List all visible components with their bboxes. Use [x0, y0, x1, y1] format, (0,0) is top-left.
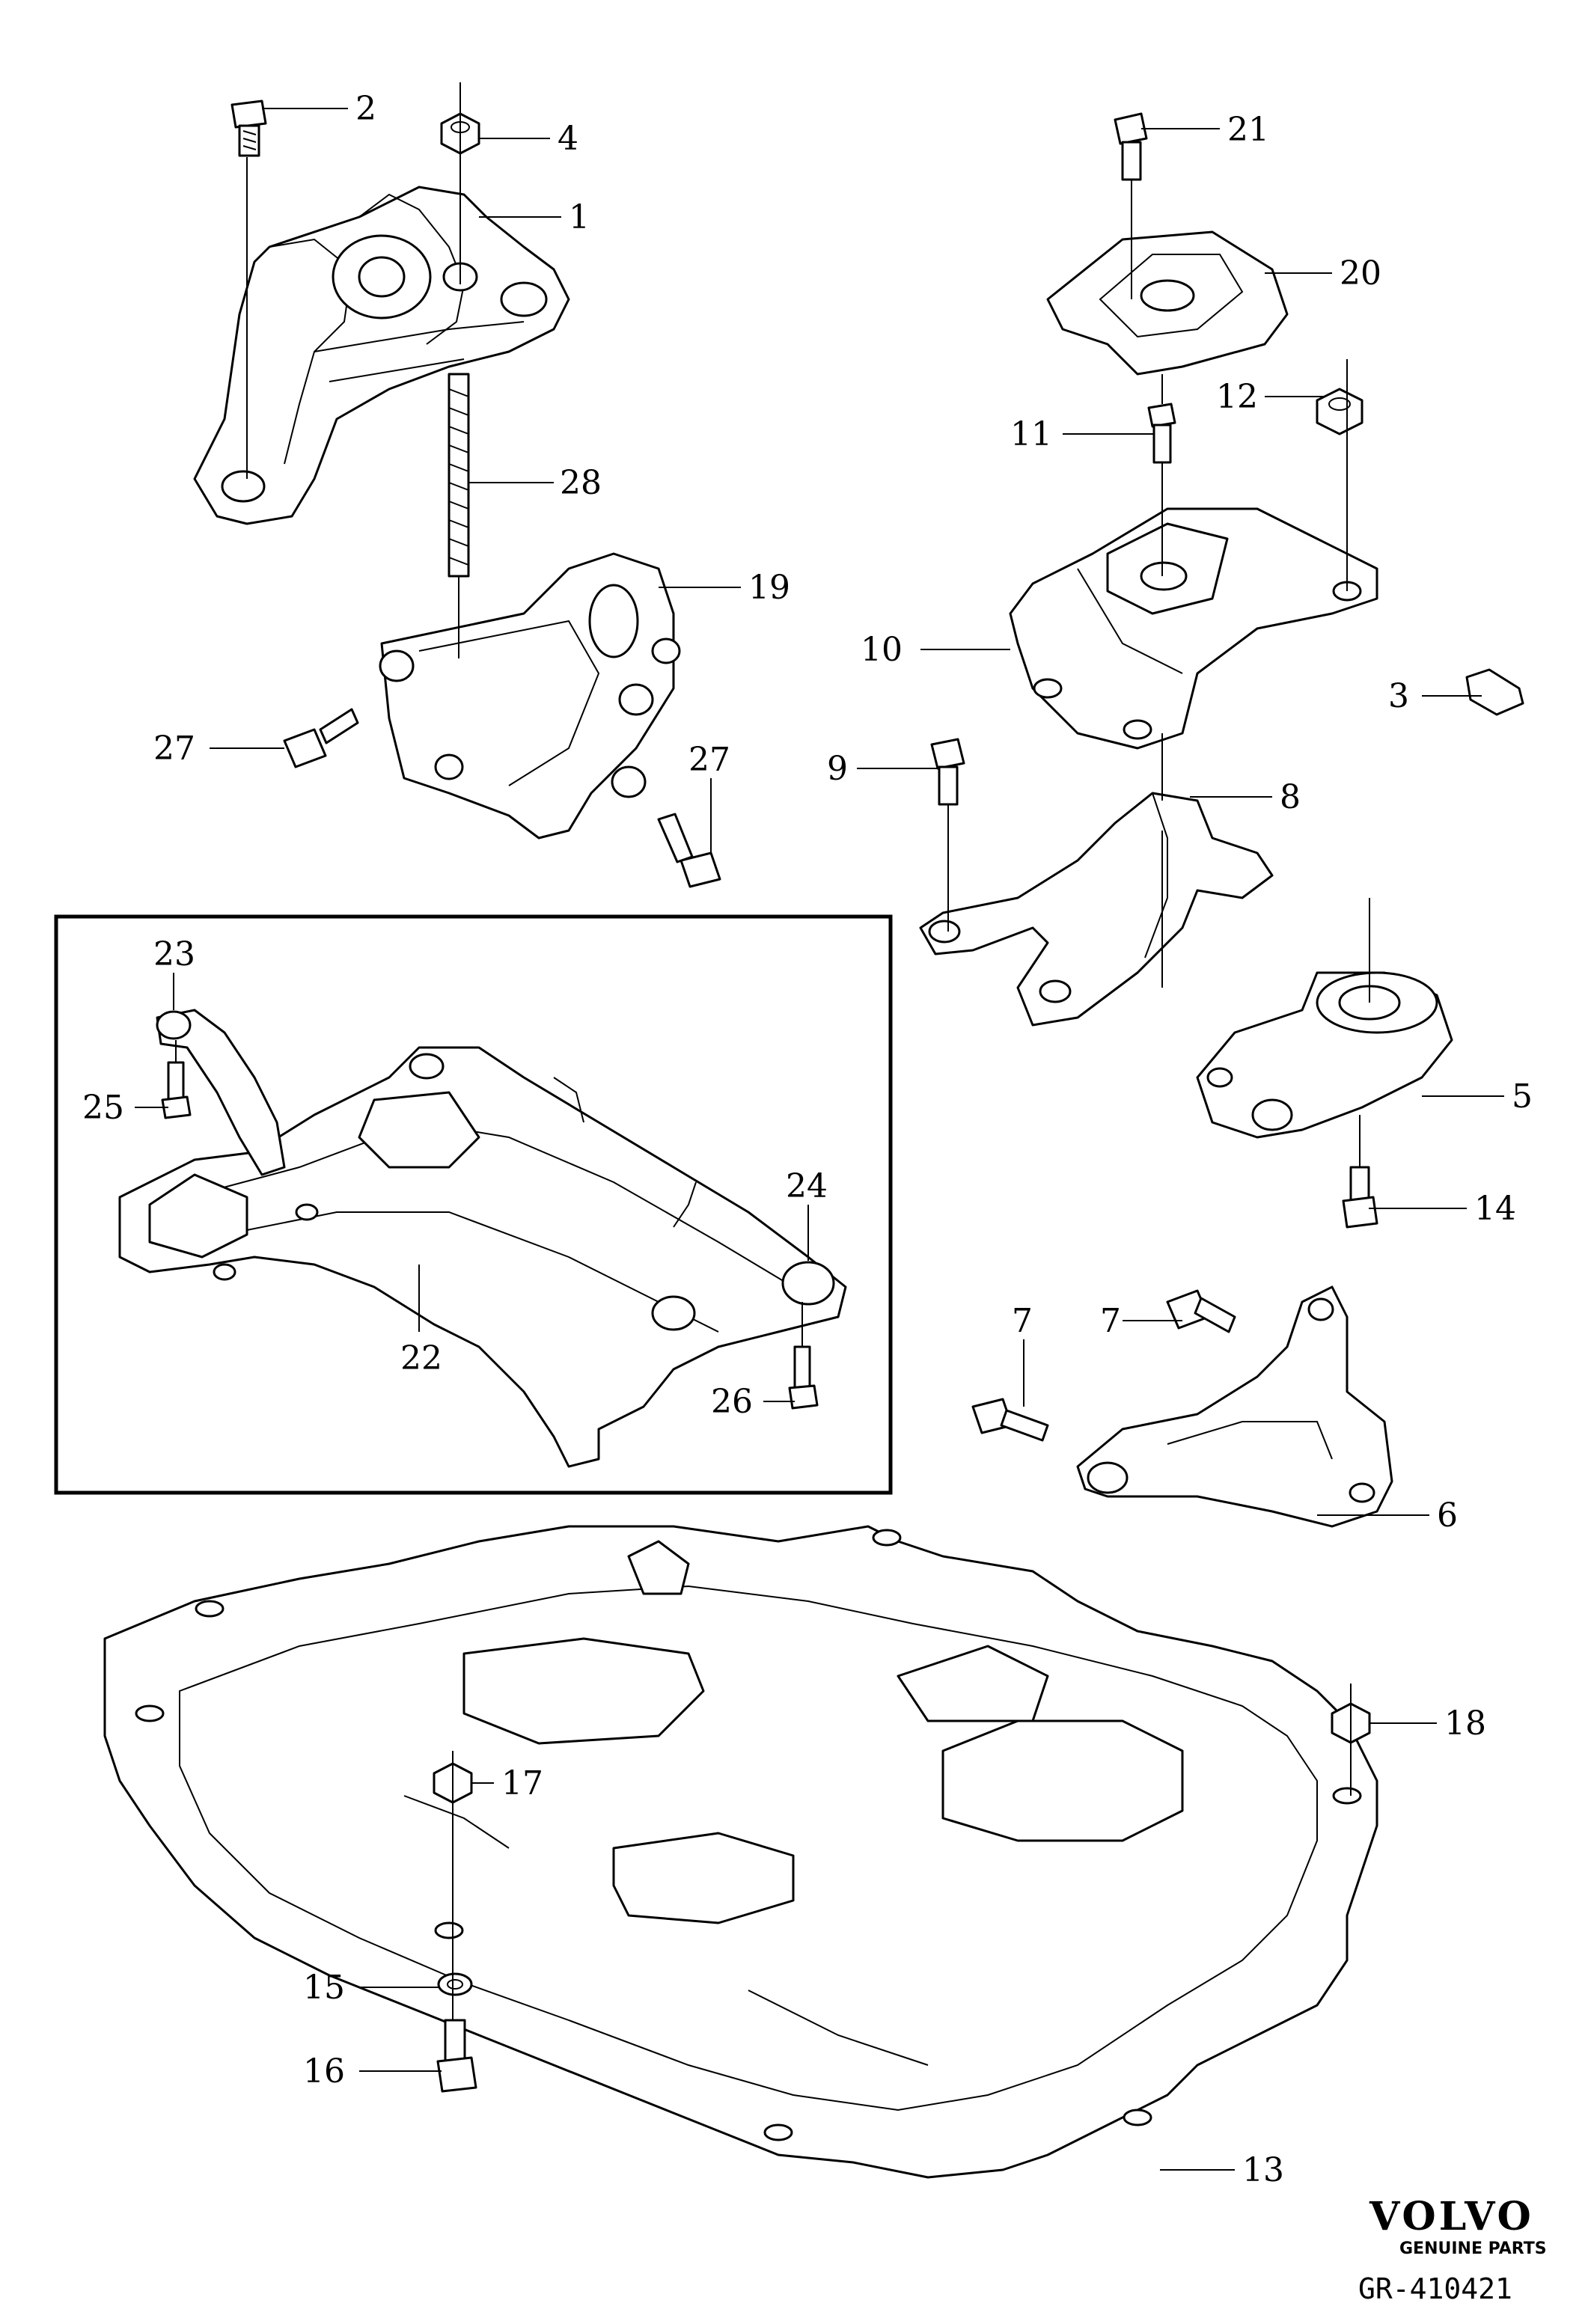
callout-9: 9 [827, 750, 848, 788]
callout-7-left: 7 [1012, 1302, 1033, 1340]
leader-lines [135, 108, 1504, 2171]
part-28-stud[interactable] [448, 373, 470, 578]
callout-28: 28 [560, 464, 602, 502]
part-25-bolt[interactable] [161, 1061, 192, 1119]
brand-block: VOLVO GENUINE PARTS GR-410421 [1358, 2194, 1547, 2305]
part-27-bolt-right[interactable] [657, 813, 721, 888]
callout-20: 20 [1340, 254, 1381, 293]
callout-22: 22 [400, 1339, 442, 1377]
part-12-nut[interactable] [1316, 388, 1364, 435]
reference-code: GR-410421 [1358, 2272, 1512, 2305]
part-23-link-arm[interactable] [156, 1009, 286, 1176]
callout-24: 24 [786, 1167, 828, 1205]
callout-21: 21 [1227, 111, 1269, 149]
callout-2: 2 [355, 90, 376, 128]
part-16-bolt[interactable] [436, 2019, 477, 2093]
part-24-bushing[interactable] [781, 1261, 835, 1306]
part-3-stud[interactable] [1465, 668, 1524, 716]
callout-25: 25 [82, 1089, 124, 1127]
part-6-bracket[interactable] [1076, 1285, 1393, 1528]
callout-13: 13 [1242, 2151, 1284, 2189]
callout-7-right: 7 [1100, 1302, 1121, 1340]
callout-17: 17 [501, 1764, 543, 1802]
part-19-bracket[interactable] [379, 552, 681, 840]
alignment-lines [175, 82, 1370, 2020]
part-8-bracket[interactable] [919, 792, 1274, 1027]
callout-1: 1 [569, 198, 590, 236]
subframe-detail-box [54, 914, 893, 1495]
part-15-washer[interactable] [437, 1972, 473, 1996]
part-9-bolt[interactable] [930, 738, 965, 806]
callout-4: 4 [558, 120, 578, 158]
callout-27-left: 27 [153, 730, 195, 768]
part-20-top-plate[interactable] [1046, 230, 1289, 376]
part-13-splash-shield[interactable] [103, 1525, 1378, 2179]
callout-23: 23 [153, 935, 195, 973]
part-2-bolt[interactable] [230, 100, 267, 157]
callout-14: 14 [1474, 1190, 1516, 1228]
part-21-bolt[interactable] [1114, 112, 1148, 181]
callout-labels: 1 2 4 28 19 27 27 21 20 12 11 10 3 9 8 5… [82, 90, 1533, 2189]
part-1-engine-mount[interactable] [193, 186, 570, 525]
callout-8: 8 [1280, 778, 1301, 816]
callout-18: 18 [1444, 1704, 1486, 1743]
callout-10: 10 [861, 631, 903, 669]
part-14-bolt[interactable] [1342, 1166, 1378, 1229]
callout-27-right: 27 [688, 741, 730, 779]
part-5-rear-mount[interactable] [1196, 971, 1453, 1139]
callout-16: 16 [303, 2052, 345, 2091]
callout-5: 5 [1512, 1077, 1533, 1116]
part-26-bolt[interactable] [788, 1345, 819, 1410]
callout-19: 19 [748, 569, 790, 607]
brand-logo: VOLVO [1369, 2194, 1534, 2239]
part-7-bolt-upper[interactable] [1166, 1289, 1236, 1333]
callout-6: 6 [1437, 1496, 1458, 1535]
callout-11: 11 [1010, 415, 1052, 453]
part-10-transmission-mount[interactable] [1009, 507, 1378, 750]
callout-3: 3 [1388, 677, 1409, 715]
callout-15: 15 [303, 1969, 345, 2007]
part-7-bolt-lower[interactable] [971, 1398, 1049, 1442]
callout-26: 26 [711, 1383, 753, 1421]
callout-12: 12 [1216, 378, 1258, 416]
part-27-bolt-left[interactable] [283, 708, 359, 768]
brand-tagline: GENUINE PARTS [1399, 2239, 1547, 2258]
